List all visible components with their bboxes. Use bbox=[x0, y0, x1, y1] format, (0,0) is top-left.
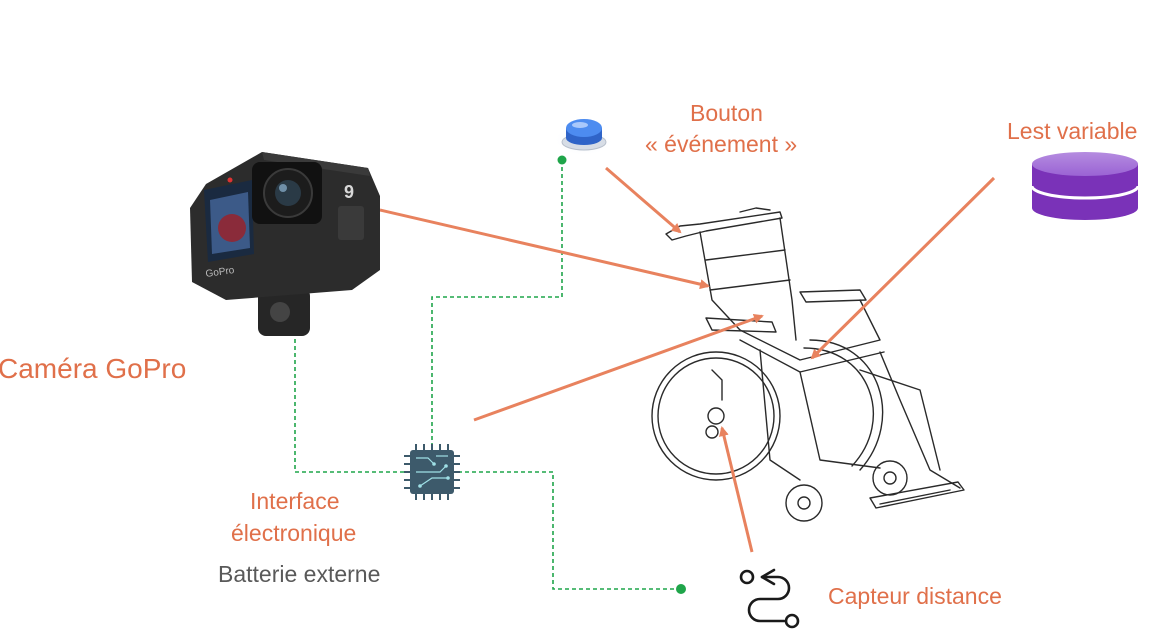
camera-badge: 9 bbox=[344, 182, 354, 202]
arrow-interface bbox=[473, 314, 764, 422]
label-distance-sensor: Capteur distance bbox=[828, 583, 1002, 609]
push-button-icon bbox=[554, 119, 614, 156]
label-interface-line2: électronique bbox=[231, 520, 357, 546]
wire-node-button bbox=[557, 155, 567, 165]
wiring bbox=[294, 160, 681, 590]
arrow-camera bbox=[379, 208, 710, 290]
weight-disk-icon bbox=[1030, 152, 1140, 220]
label-button-line2: « événement » bbox=[645, 131, 798, 157]
arrow-sensor bbox=[719, 426, 754, 553]
wire-camera-to-interface bbox=[294, 304, 408, 473]
distance-sensor-icon bbox=[739, 568, 800, 629]
label-interface-line1: Interface bbox=[250, 488, 340, 514]
label-button-line1: Bouton bbox=[690, 100, 763, 126]
wheelchair-illustration bbox=[651, 207, 965, 522]
label-gopro-camera: Caméra GoPro bbox=[0, 353, 187, 384]
arrow-button bbox=[605, 166, 682, 234]
wire-button-to-interface bbox=[431, 160, 563, 448]
arrow-weight bbox=[810, 176, 996, 360]
label-variable-weight: Lest variable bbox=[1007, 118, 1138, 144]
pointer-arrows bbox=[379, 166, 996, 553]
gopro-camera: 9 GoPro bbox=[190, 152, 380, 336]
wire-node-sensor bbox=[676, 584, 686, 594]
camera-brand: GoPro bbox=[205, 265, 236, 280]
wire-interface-to-sensor bbox=[458, 471, 681, 590]
microchip-icon bbox=[404, 444, 460, 500]
label-external-battery: Batterie externe bbox=[218, 561, 381, 587]
